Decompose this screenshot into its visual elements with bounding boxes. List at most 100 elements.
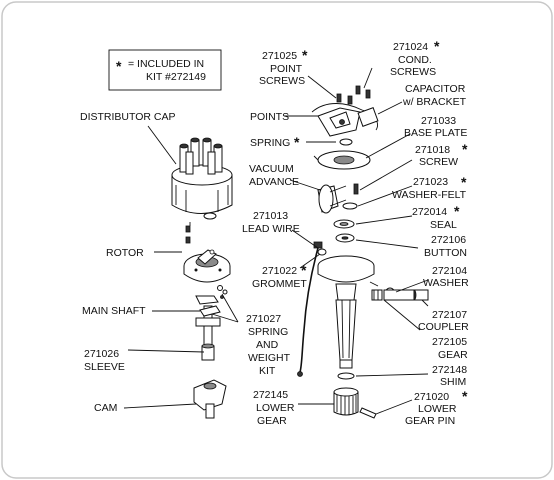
label-washer-number: 272104 bbox=[432, 265, 467, 277]
label-lower-gear-pin-line2: GEAR PIN bbox=[405, 415, 455, 427]
label-button-number: 272106 bbox=[431, 234, 466, 246]
label-lower-gear-pin: 271020 * LOWER GEAR PIN bbox=[405, 388, 468, 427]
label-cam: CAM bbox=[94, 402, 117, 414]
point-screws-part bbox=[336, 93, 353, 105]
label-lower-gear-pin-line1: LOWER bbox=[418, 403, 457, 415]
kit-note-line1: = INCLUDED IN bbox=[128, 58, 204, 70]
grommet-part bbox=[317, 248, 327, 256]
label-points: POINTS bbox=[250, 111, 289, 123]
label-vacuum-advance: VACUUM ADVANCE bbox=[249, 163, 299, 188]
kit-note-star: * bbox=[116, 58, 122, 74]
label-cond-screws-number: 271024 bbox=[393, 41, 428, 53]
label-gear: 272105 GEAR bbox=[432, 336, 468, 361]
label-screw-number: 271018 bbox=[415, 144, 450, 156]
label-screw: 271018 * SCREW bbox=[415, 141, 468, 168]
label-spring-weight-kit: 271027 SPRING AND WEIGHT KIT bbox=[246, 313, 291, 377]
label-capacitor: CAPACITOR w/ BRACKET bbox=[402, 83, 467, 108]
main-shaft-part bbox=[195, 305, 221, 347]
star-cond-screws: * bbox=[434, 38, 440, 54]
lower-gear-pin-part bbox=[359, 407, 377, 419]
star-seal: * bbox=[454, 203, 460, 219]
coupler-shaft-part bbox=[383, 289, 415, 301]
label-kit-number: 271027 bbox=[246, 313, 281, 325]
star-grommet: * bbox=[301, 262, 307, 278]
label-base-plate-name: BASE PLATE bbox=[404, 127, 467, 139]
label-lower-gear-line1: LOWER bbox=[256, 402, 295, 414]
label-main-shaft: MAIN SHAFT bbox=[82, 305, 146, 317]
label-point-screws-line1: POINT bbox=[270, 63, 303, 75]
cond-screws-part bbox=[355, 85, 371, 99]
label-shim: 272148 SHIM bbox=[432, 364, 467, 388]
label-coupler: 272107 COUPLER bbox=[418, 309, 469, 333]
label-point-screws: 271025 * POINT SCREWS bbox=[259, 47, 308, 87]
label-capacitor-line1: CAPACITOR bbox=[405, 83, 466, 95]
label-shim-name: SHIM bbox=[440, 376, 466, 388]
label-base-plate-number: 271033 bbox=[421, 115, 456, 127]
label-button: 272106 BUTTON bbox=[424, 234, 467, 259]
washer-felt-part bbox=[342, 202, 358, 210]
label-lower-gear-number: 272145 bbox=[253, 389, 288, 401]
label-cond-screws-line1: COND. bbox=[398, 54, 432, 66]
star-lower-gear-pin: * bbox=[462, 388, 468, 404]
label-capacitor-line2: w/ BRACKET bbox=[402, 96, 467, 108]
weights-part bbox=[195, 285, 228, 305]
label-washer: 272104 WASHER bbox=[423, 265, 469, 289]
label-washer-felt-number: 271023 bbox=[413, 176, 448, 188]
label-point-screws-number: 271025 bbox=[262, 50, 297, 62]
kit-note-box bbox=[108, 49, 222, 91]
label-vacuum-line2: ADVANCE bbox=[249, 176, 299, 188]
label-grommet-number: 271022 bbox=[262, 265, 297, 277]
star-spring: * bbox=[294, 134, 300, 150]
star-screw: * bbox=[462, 141, 468, 157]
label-washer-felt: 271023 * WASHER-FELT bbox=[392, 174, 467, 201]
label-sleeve-name: SLEEVE bbox=[84, 361, 125, 373]
seal-part bbox=[333, 219, 355, 229]
label-screw-name: SCREW bbox=[419, 156, 458, 168]
label-washer-felt-name: WASHER-FELT bbox=[392, 189, 467, 201]
label-lower-gear: 272145 LOWER GEAR bbox=[253, 389, 295, 427]
sleeve-part bbox=[201, 343, 215, 361]
label-button-name: BUTTON bbox=[424, 247, 467, 259]
label-kit-line2: AND bbox=[256, 339, 279, 351]
label-cond-screws: 271024 * COND. SCREWS bbox=[390, 38, 440, 78]
cam-part bbox=[193, 379, 227, 419]
label-lower-gear-line2: GEAR bbox=[257, 415, 287, 427]
leader-lines bbox=[123, 67, 429, 415]
kit-note-line2: KIT #272149 bbox=[146, 71, 206, 83]
label-kit-line3: WEIGHT bbox=[248, 352, 291, 364]
rotor-part bbox=[183, 249, 231, 283]
label-lower-gear-pin-number: 271020 bbox=[414, 391, 449, 403]
label-sleeve: 271026 SLEEVE bbox=[84, 348, 125, 373]
shim-part bbox=[337, 372, 355, 380]
label-seal-number: 272014 bbox=[412, 206, 447, 218]
label-kit-line4: KIT bbox=[259, 365, 276, 377]
distributor-cap-part bbox=[171, 137, 233, 220]
label-lead-wire-name: LEAD WIRE bbox=[242, 223, 300, 235]
label-seal-name: SEAL bbox=[430, 219, 457, 231]
label-vacuum-line1: VACUUM bbox=[249, 163, 294, 175]
label-base-plate: 271033 BASE PLATE bbox=[404, 115, 467, 139]
label-distributor-cap: DISTRIBUTOR CAP bbox=[80, 111, 175, 123]
points-capacitor-part bbox=[311, 103, 379, 137]
label-gear-name: GEAR bbox=[438, 349, 468, 361]
label-spring-text: SPRING bbox=[250, 137, 290, 149]
label-point-screws-line2: SCREWS bbox=[259, 75, 305, 87]
label-cond-screws-line2: SCREWS bbox=[390, 66, 436, 78]
label-lead-wire: 271013 LEAD WIRE bbox=[242, 210, 300, 235]
label-seal: 272014 * SEAL bbox=[412, 203, 460, 231]
star-point-screws: * bbox=[302, 47, 308, 63]
label-shim-number: 272148 bbox=[432, 364, 467, 376]
gear-part bbox=[371, 289, 383, 301]
label-spring: SPRING * bbox=[250, 134, 300, 150]
label-grommet-name: GROMMET bbox=[252, 278, 307, 290]
label-gear-number: 272105 bbox=[432, 336, 467, 348]
screw-part bbox=[353, 183, 359, 195]
housing-part bbox=[317, 255, 379, 369]
label-grommet: 271022 * GROMMET bbox=[252, 262, 307, 290]
label-lead-wire-number: 271013 bbox=[253, 210, 288, 222]
label-kit-line1: SPRING bbox=[248, 326, 288, 338]
label-rotor: ROTOR bbox=[106, 247, 144, 259]
label-washer-name: WASHER bbox=[423, 277, 469, 289]
